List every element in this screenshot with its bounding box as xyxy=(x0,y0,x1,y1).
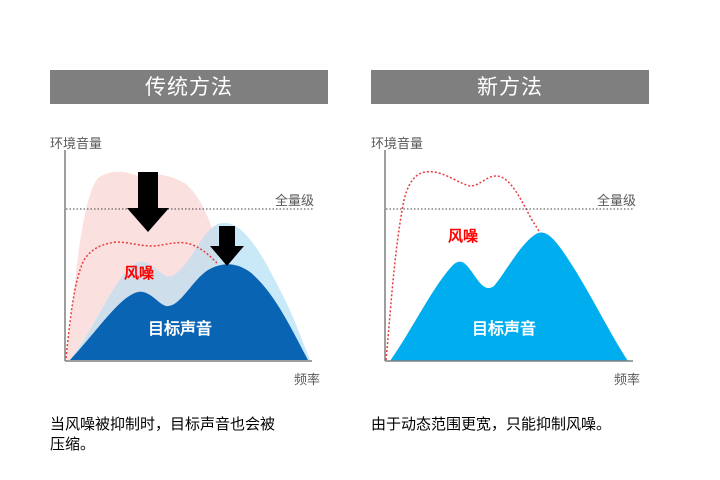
noise-curve xyxy=(65,241,219,359)
y-axis-label: 环境音量 xyxy=(371,136,423,152)
caption-line: 压缩。 xyxy=(50,435,96,453)
new-method-title: 新方法 xyxy=(371,70,649,104)
traditional-method-caption: 当风噪被抑制时，目标声音也会被 压缩。 xyxy=(50,414,350,454)
compressed-target-area xyxy=(70,264,308,360)
full-scale-label: 全量级 xyxy=(275,193,314,209)
target-sound-label: 目标声音 xyxy=(148,319,212,338)
noise-label: 风噪 xyxy=(448,227,479,245)
traditional-method-title: 传统方法 xyxy=(50,70,328,104)
x-axis-label: 频率 xyxy=(614,372,640,388)
traditional-method-panel: 传统方法 环境音量 全量级 频率 风噪 目标声音 当风噪被抑制时，目标声音 xyxy=(40,0,360,480)
target-area xyxy=(390,232,628,361)
y-axis-label: 环境音量 xyxy=(50,136,102,152)
noise-curve xyxy=(385,170,541,361)
arrow-down-icon xyxy=(127,172,169,232)
noise-label: 风噪 xyxy=(124,264,155,282)
x-axis-label: 频率 xyxy=(294,372,320,388)
caption-line: 当风噪被抑制时，目标声音也会被 xyxy=(50,415,276,433)
arrow-down-icon xyxy=(210,226,244,266)
traditional-method-chart: 环境音量 全量级 频率 风噪 目标声音 xyxy=(50,136,320,388)
target-sound-label: 目标声音 xyxy=(472,319,536,338)
new-method-panel: 新方法 环境音量 全量级 频率 风噪 目标声音 由于动态范围更宽，只能抑制风噪。 xyxy=(360,0,680,480)
new-method-chart: 环境音量 全量级 频率 风噪 目标声音 xyxy=(371,136,640,388)
full-scale-label: 全量级 xyxy=(597,193,636,209)
new-method-caption: 由于动态范围更宽，只能抑制风噪。 xyxy=(371,415,612,433)
